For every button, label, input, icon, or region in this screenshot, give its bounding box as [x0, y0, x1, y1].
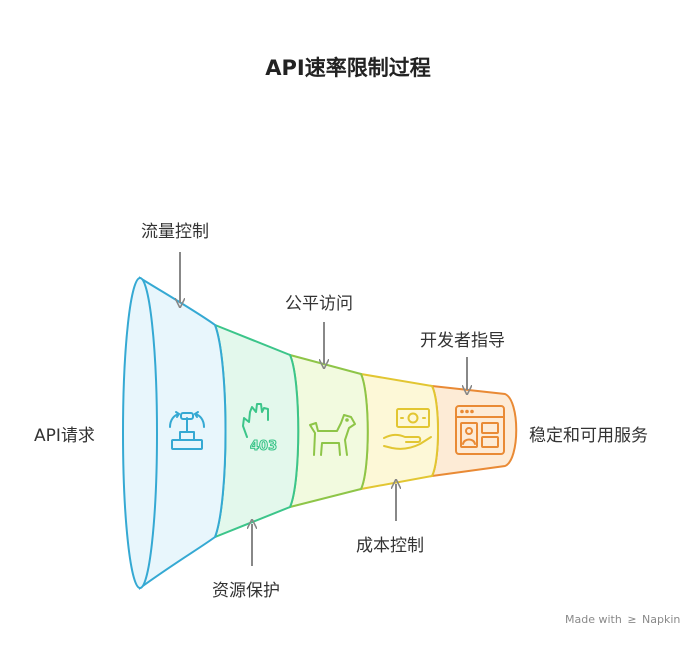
funnel-mouth: [122, 277, 158, 589]
browser-window-icon: [455, 405, 505, 455]
input-label: API请求: [34, 426, 95, 446]
stage-label-developer-guidance: 开发者指导: [420, 331, 505, 351]
svg-text:403: 403: [250, 439, 277, 454]
hand-403-icon: 403: [242, 403, 278, 455]
napkin-watermark[interactable]: Made with ≥ Napkin: [565, 613, 680, 626]
napkin-logo-icon: ≥: [627, 613, 637, 626]
stage-label-cost-control: 成本控制: [356, 536, 424, 556]
funnel-stage-resource-protection: [213, 323, 300, 539]
funnel-stage-cost-control: [359, 372, 439, 491]
watermark-brand: Napkin: [642, 613, 681, 626]
stage-label-traffic-control: 流量控制: [141, 222, 209, 242]
stage-label-resource-protection: 资源保护: [212, 581, 280, 601]
watermark-prefix: Made with: [565, 613, 622, 626]
money-hand-icon: [383, 408, 432, 450]
output-label: 稳定和可用服务: [529, 426, 648, 446]
page-title: API速率限制过程: [265, 56, 431, 80]
joystick-icon: [169, 411, 205, 450]
stage-label-fair-access: 公平访问: [285, 294, 353, 314]
dog-icon: [309, 414, 356, 456]
funnel-stage-traffic-control: [122, 276, 227, 590]
